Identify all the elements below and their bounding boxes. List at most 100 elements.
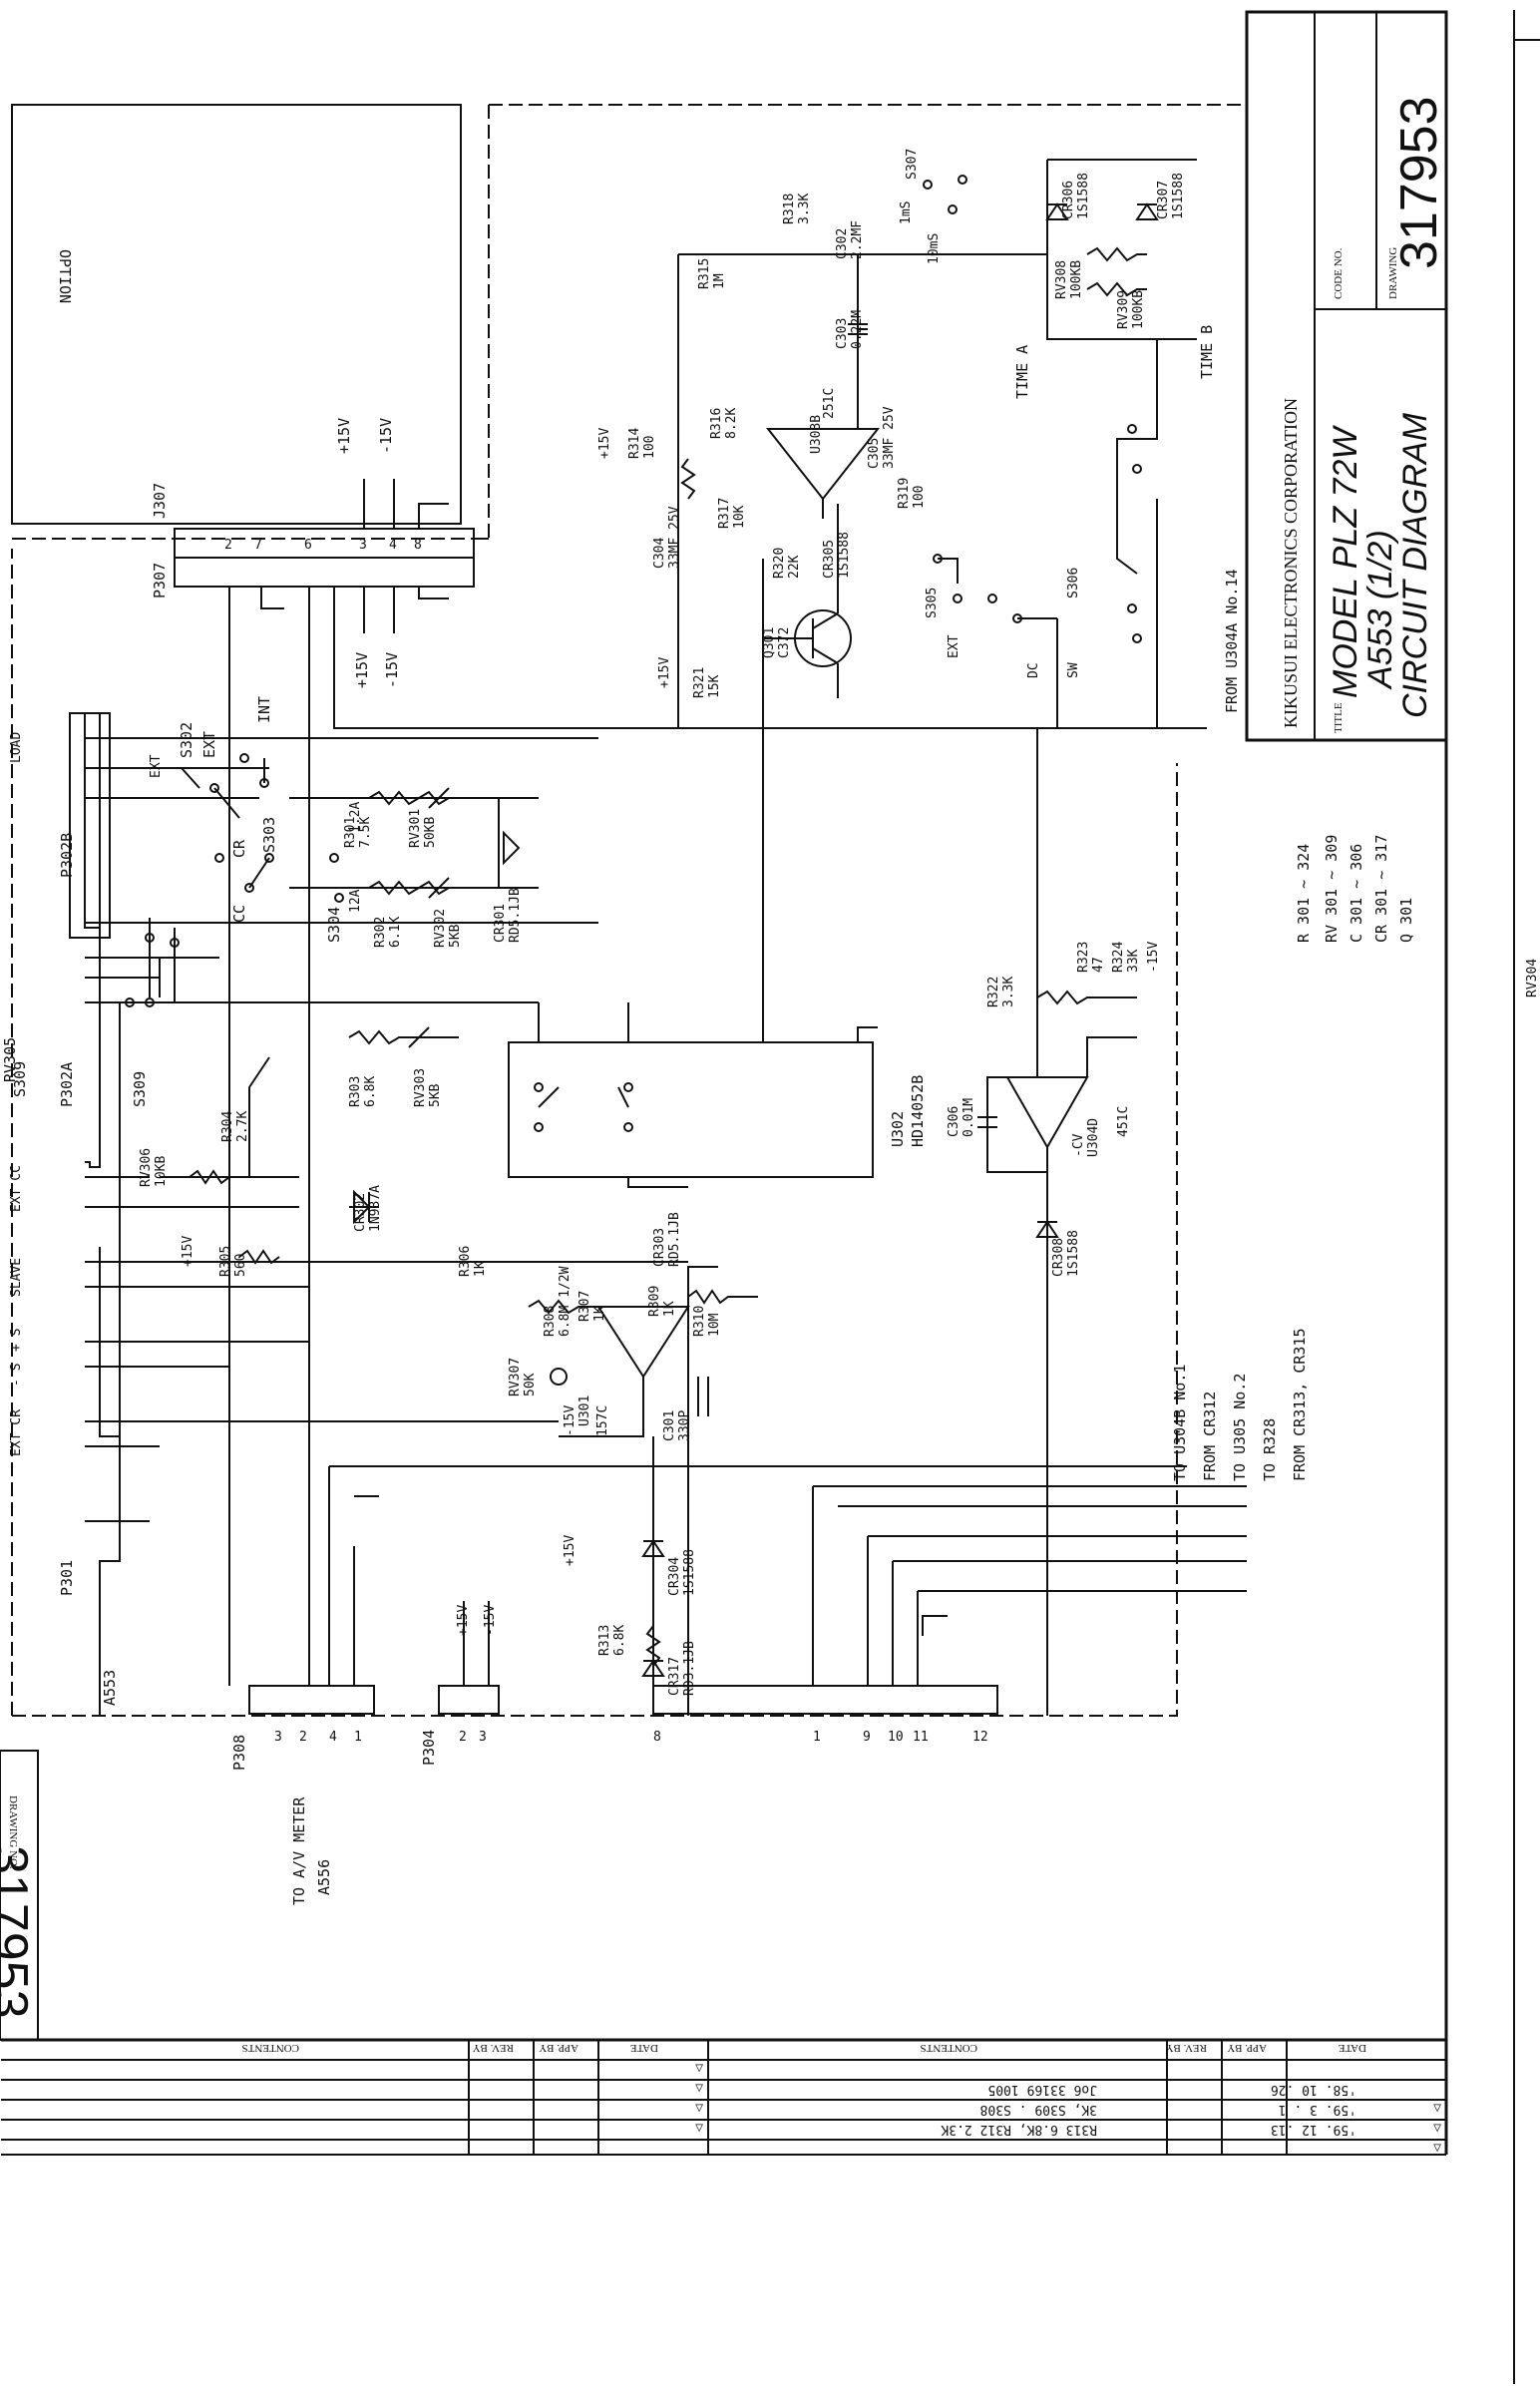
- c306-label: C306: [947, 1106, 962, 1137]
- r321-label: R321: [692, 667, 707, 698]
- current-range-network: R301 7.5K RV301 50KB R302 6.1K RV302 5KB…: [289, 787, 539, 948]
- p302a-label: P302A: [58, 1062, 76, 1107]
- r306-value: 1K: [473, 1261, 488, 1277]
- rev-mark-1: △: [1433, 2141, 1441, 2156]
- rev-header-date-2: DATE: [630, 2042, 658, 2054]
- cr305-label: CR305: [822, 540, 837, 579]
- rv305-label: S309: [11, 1061, 29, 1097]
- to-r328: TO R328: [1261, 1418, 1279, 1481]
- c303-value: 0.22M: [850, 310, 865, 349]
- s302-label: S302: [178, 722, 195, 758]
- r303-label: R303: [348, 1076, 363, 1107]
- s304-opt-2: 12A: [348, 889, 363, 913]
- r307-value: 1K: [592, 1306, 607, 1322]
- j307-p15v: +15V: [353, 652, 371, 688]
- s303-label: S303: [260, 817, 278, 853]
- u301-opamp: U301 157C RV307 50K R308 6.8M 1/2W R307 …: [458, 1212, 758, 1441]
- rev-mark-empty-1: △: [695, 2061, 703, 2076]
- r322-label: R322: [986, 977, 1001, 1007]
- a553-label: A553: [101, 1670, 119, 1706]
- ext-switch-label: EXT: [149, 754, 164, 778]
- rev-mark-empty-4: △: [695, 2121, 703, 2136]
- cr306-label: CR306: [1061, 181, 1076, 219]
- r313-label: R313: [597, 1625, 612, 1656]
- drawing-number: 317953: [1390, 96, 1448, 269]
- drawing-label: DRAWING: [1387, 247, 1399, 299]
- r319-label: R319: [897, 478, 912, 509]
- revision-table: DATE APP. BY REV. BY CONTENTS DATE APP. …: [1, 2040, 1446, 2156]
- r319-value: 100: [912, 486, 927, 509]
- rev-header-date: DATE: [1339, 2042, 1366, 2054]
- ext-cr-label: EXT CR: [9, 1409, 24, 1456]
- rev-header-rev-2: REV. BY: [473, 2042, 514, 2054]
- q301-value: C372: [777, 627, 792, 658]
- from-cr312: FROM CR312: [1201, 1392, 1219, 1481]
- cr301-value: RD5.1JB: [508, 888, 523, 943]
- rev-row-2-date: '59. 3 . 1: [1279, 2102, 1356, 2117]
- j307-pin-3: 3: [359, 538, 367, 553]
- to-meter-1: TO A/V METER: [290, 1796, 308, 1905]
- r324-label: R324: [1111, 942, 1126, 973]
- rev-mark-empty-3: △: [695, 2101, 703, 2116]
- r323-label: R323: [1076, 942, 1091, 973]
- drawing-frame: [1, 10, 1540, 2384]
- p304-label: P304: [420, 1730, 438, 1766]
- cr307-value: 1S1588: [1171, 173, 1186, 219]
- p308-label: P308: [230, 1735, 248, 1771]
- u301-part: 157C: [595, 1405, 610, 1436]
- timer-section: R315 1M R318 3.3K C302 2.2MF C303 0.22M …: [597, 149, 1216, 728]
- load-label: LOAD: [9, 732, 24, 763]
- rv309-value: 100KB: [1131, 290, 1146, 329]
- rv303-label: RV303: [413, 1068, 428, 1107]
- p308-pin-1: 1: [354, 1730, 362, 1745]
- s303-cc: CC: [230, 905, 248, 923]
- option-label: OPTION: [56, 249, 74, 303]
- time-a-label: TIME A: [1013, 345, 1031, 399]
- u302-label: U302: [889, 1111, 907, 1147]
- r317-label: R317: [717, 498, 732, 529]
- s304-label: S304: [325, 907, 343, 943]
- p301-label: P301: [58, 1560, 76, 1596]
- j307-pin-8: 8: [414, 538, 422, 553]
- rv303-value: 5KB: [428, 1083, 443, 1107]
- r301-label: R301: [343, 817, 358, 848]
- rv308-label: RV308: [1054, 260, 1069, 299]
- u303b-label: U303B: [809, 415, 824, 454]
- rev-header-app: APP. BY: [1227, 2042, 1267, 2054]
- ext-cc-label: EXT CC: [9, 1165, 24, 1212]
- s307-label: S307: [905, 149, 920, 180]
- title-label: TITLE: [1333, 702, 1345, 733]
- r324-value: 33K: [1126, 949, 1141, 973]
- r304-value: 2.7K: [235, 1111, 250, 1142]
- s304-opt-1: 1.2A: [348, 802, 363, 833]
- output-bus: TO U304B No.1 FROM CR312 TO U305 No.2 TO…: [328, 570, 1309, 1716]
- rv302-value: 5KB: [448, 924, 463, 948]
- cr303-label: CR303: [652, 1228, 667, 1267]
- p302b-label: P302B: [58, 833, 76, 878]
- r314-supply: +15V: [597, 428, 612, 459]
- r305-value: 560: [233, 1254, 248, 1277]
- rev-header-app-2: APP. BY: [539, 2042, 578, 2054]
- c301-value: 330P: [677, 1410, 692, 1441]
- s306-label: S306: [1066, 568, 1081, 598]
- u302-block: U302 HD14052B: [508, 728, 927, 1188]
- cr305-value: 1S1588: [837, 532, 852, 579]
- s307-ms1: 1mS: [899, 201, 914, 224]
- parts-range-c: C 301 ~ 306: [1348, 844, 1365, 943]
- r318-label: R318: [782, 194, 797, 224]
- board-title: A553 (1/2): [1361, 530, 1399, 690]
- p308-pin-3: 3: [274, 1730, 282, 1745]
- rev-row-3-date: '58. 10 .26: [1271, 2082, 1356, 2097]
- rv307-value: 50K: [523, 1373, 538, 1396]
- s-minus-label: - S: [9, 1364, 24, 1387]
- code-label: CODE NO.: [1333, 247, 1345, 299]
- option-m15v: -15V: [377, 418, 395, 454]
- title-block: KIKUSUI ELECTRONICS CORPORATION TITLE MO…: [1245, 10, 1448, 742]
- rev-mark-empty-2: △: [695, 2081, 703, 2096]
- margin-drawing-number: DRAWING NO. 317953: [0, 1750, 39, 2041]
- r302-value: 6.1K: [388, 917, 403, 948]
- bottom-connectors: 3 2 4 1 2 3 8 1 9 10 11 12 P308 P304 +15…: [230, 1495, 998, 1905]
- p304-m15v: -15V: [483, 1605, 498, 1636]
- u301-label: U301: [578, 1395, 592, 1426]
